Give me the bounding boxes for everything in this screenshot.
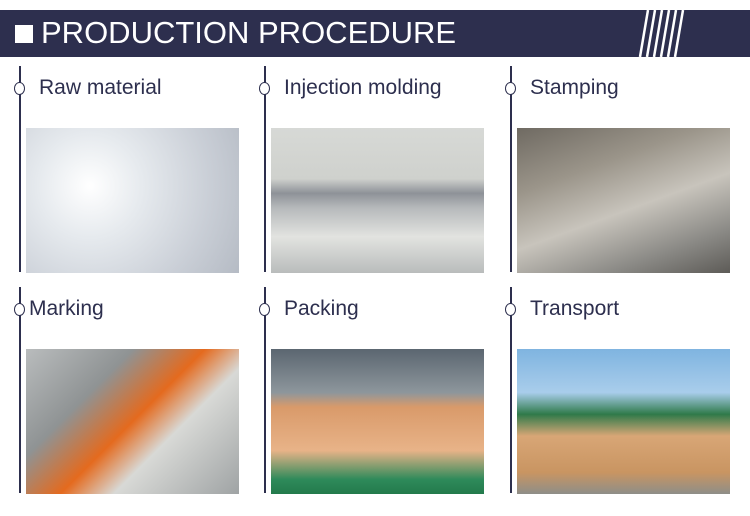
timeline-line: [510, 66, 512, 272]
step-stamping: Stamping: [505, 66, 750, 276]
timeline-line: [264, 287, 266, 493]
forklift-container-photo: [517, 349, 730, 494]
step-marking: Marking: [14, 287, 259, 497]
timeline-line: [19, 287, 21, 493]
step-label: Injection molding: [284, 76, 442, 99]
step-packing: Packing: [259, 287, 504, 497]
step-transport: Transport: [505, 287, 750, 497]
packed-boxes-photo: [271, 349, 484, 494]
timeline-node-icon: [259, 303, 270, 316]
timeline-line: [264, 66, 266, 272]
step-label: Stamping: [530, 76, 619, 99]
plastic-pellets-photo: [26, 128, 239, 273]
step-injection-molding: Injection molding: [259, 66, 504, 276]
stripes-decoration-icon: [638, 10, 685, 57]
page-title: PRODUCTION PROCEDURE: [41, 15, 457, 50]
timeline-node-icon: [14, 82, 25, 95]
injection-machine-photo: [271, 128, 484, 273]
step-label: Marking: [29, 297, 104, 320]
square-bullet-icon: [15, 25, 33, 43]
stamping-press-photo: [517, 128, 730, 273]
timeline-node-icon: [505, 303, 516, 316]
step-label: Packing: [284, 297, 359, 320]
header-band: PRODUCTION PROCEDURE: [0, 10, 750, 57]
step-label: Raw material: [39, 76, 162, 99]
step-raw-material: Raw material: [14, 66, 259, 276]
timeline-node-icon: [14, 303, 25, 316]
marking-machine-photo: [26, 349, 239, 494]
timeline-node-icon: [259, 82, 270, 95]
timeline-node-icon: [505, 82, 516, 95]
step-label: Transport: [530, 297, 620, 320]
timeline-line: [19, 66, 21, 272]
timeline-line: [510, 287, 512, 493]
